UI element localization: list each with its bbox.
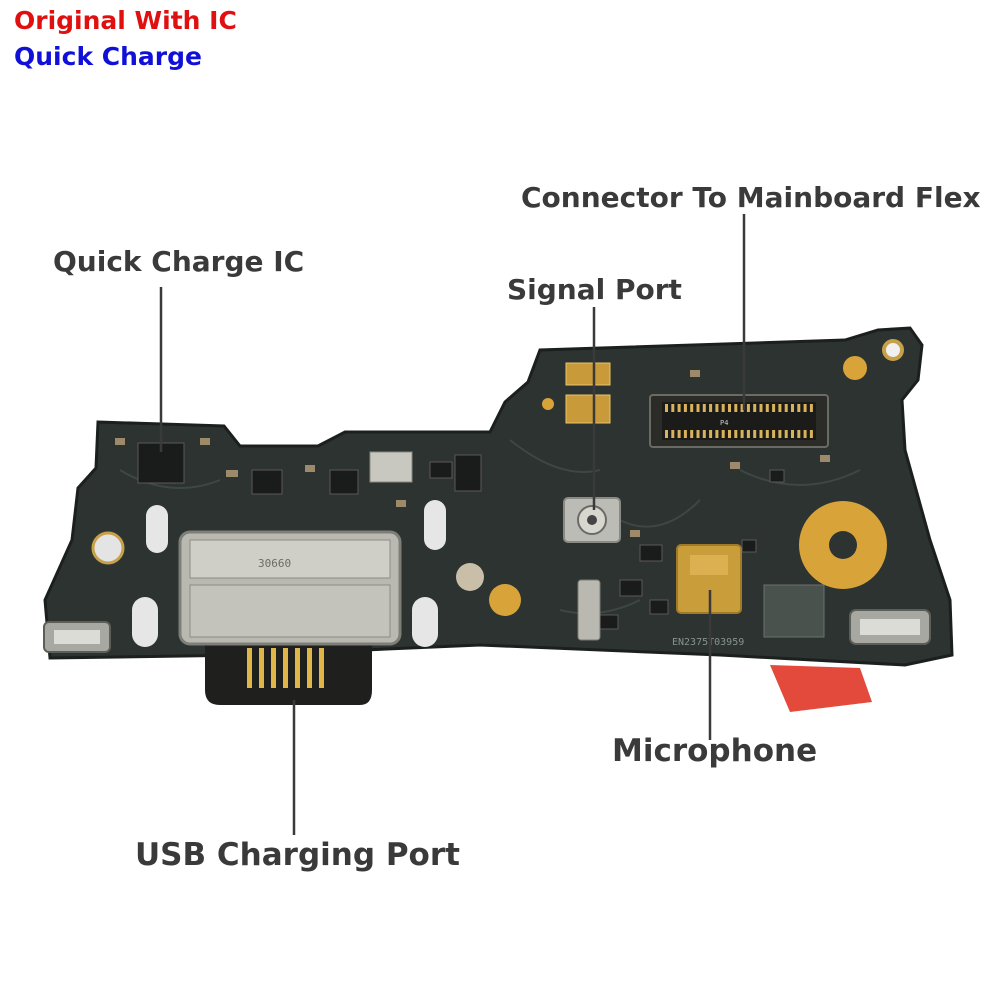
usb-pin (271, 648, 276, 688)
connector-pin (797, 430, 801, 438)
connector-pin (778, 404, 782, 412)
connector-pin (765, 404, 769, 412)
label-quick-charge-ic: Quick Charge IC (53, 245, 305, 278)
label-signal-port: Signal Port (507, 273, 682, 306)
usb-pin (283, 648, 288, 688)
connector-pin (690, 430, 694, 438)
connector-pin (746, 404, 750, 412)
signal-pad-2 (565, 394, 611, 424)
label-connector: Connector To Mainboard Flex (521, 181, 981, 214)
connector-pin (728, 404, 731, 412)
pcb-marking: EN2375T03959 (672, 637, 744, 648)
connector-pin (746, 430, 750, 438)
connector-pin (753, 404, 757, 412)
usb-pin (247, 648, 252, 688)
connector-pin (772, 430, 776, 438)
mount-hole-left (91, 531, 125, 565)
connector-pin (778, 430, 782, 438)
connector-pin (677, 404, 681, 412)
small-clip (577, 579, 601, 641)
usb-pin (295, 648, 300, 688)
connector-pin (683, 404, 687, 412)
connector-pin (809, 430, 813, 438)
slot-1 (146, 505, 168, 553)
leader-lines (159, 214, 746, 835)
signal-pad-1 (565, 362, 611, 386)
connector-pin (791, 404, 794, 412)
connector-pin (740, 404, 744, 412)
label-microphone: Microphone (612, 733, 818, 769)
connector-pin (753, 430, 757, 438)
usb-pin (307, 648, 312, 688)
usb-pin (319, 648, 324, 688)
connector-pin (740, 430, 744, 438)
mount-hole-center (456, 563, 484, 591)
connector-pin (696, 430, 700, 438)
connector-pin (715, 430, 719, 438)
connector-pin (671, 404, 675, 412)
connector-pin (803, 404, 807, 412)
connector-pin (702, 404, 706, 412)
usb-c-port: 30660 (178, 530, 402, 705)
gold-pad-small (542, 398, 554, 410)
connector-pin (665, 430, 668, 438)
connector-pin (671, 430, 675, 438)
connector-pin (721, 404, 725, 412)
mainboard-connector: P4 (649, 394, 829, 448)
connector-pin (696, 404, 700, 412)
connector-pin (809, 404, 813, 412)
connector-pin (734, 404, 738, 412)
connector-pin (797, 404, 801, 412)
connector-pin (665, 404, 668, 412)
connector-pin (772, 404, 776, 412)
connector-pin (803, 430, 807, 438)
spring-contact-right (849, 609, 931, 645)
quick-charge-badge: Quick Charge (14, 42, 202, 71)
shield-clip (369, 451, 413, 483)
connector-pin (715, 404, 719, 412)
connector-pin (734, 430, 738, 438)
usb-pin (259, 648, 264, 688)
connector-pin (677, 430, 681, 438)
connector-pin (791, 430, 794, 438)
connector-pin (728, 430, 731, 438)
coax-signal-port (563, 497, 621, 543)
original-with-ic-badge: Original With IC (14, 6, 237, 35)
passives (115, 370, 830, 537)
connector-pin (709, 430, 713, 438)
connector-pin (784, 404, 788, 412)
connector-pin (683, 430, 687, 438)
connector-marking: P4 (720, 419, 728, 427)
label-usb-charging-port: USB Charging Port (135, 837, 460, 873)
mount-hole-right (882, 339, 904, 361)
slot-2 (132, 597, 158, 647)
connector-pin (765, 430, 769, 438)
connector-pin (702, 430, 706, 438)
antenna-ring-hole (829, 531, 857, 559)
data-matrix-code (763, 584, 825, 638)
connector-pin (721, 430, 725, 438)
connector-pin (784, 430, 788, 438)
slot-4 (412, 597, 438, 647)
slot-3 (424, 500, 446, 550)
connector-pin (690, 404, 694, 412)
spring-contact-left (43, 621, 111, 653)
gold-pad-top (843, 356, 867, 380)
connector-pin (709, 404, 713, 412)
connector-pin (759, 430, 763, 438)
red-flex-ribbon (770, 665, 872, 712)
connector-pin (759, 404, 763, 412)
gold-pad-center (489, 584, 521, 616)
usb-port-marking: 30660 (258, 557, 291, 570)
